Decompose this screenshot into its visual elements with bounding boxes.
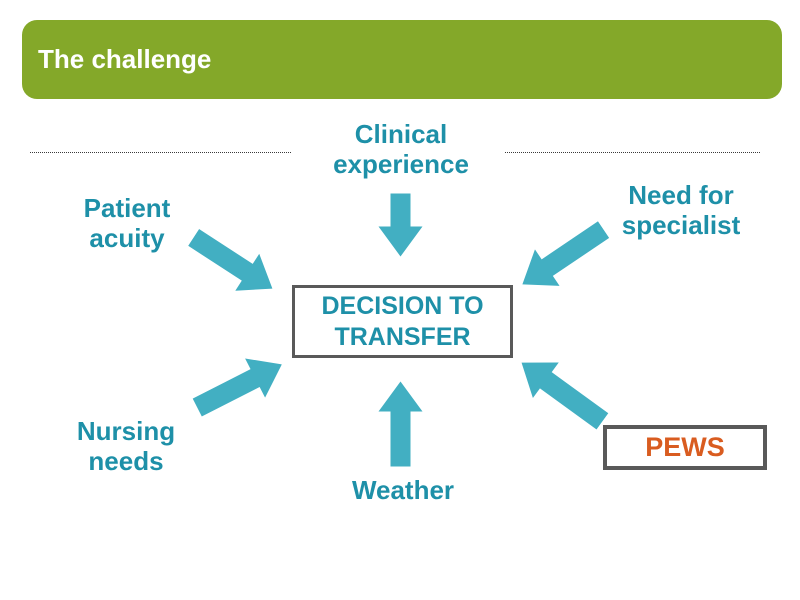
block-arrow-icon bbox=[188, 229, 273, 291]
arrow-specialist-to-center bbox=[510, 211, 616, 302]
arrow-patient-to-center bbox=[182, 219, 285, 307]
arrow-nursing-to-center bbox=[187, 345, 292, 427]
block-arrow-icon bbox=[378, 193, 422, 257]
block-arrow-icon bbox=[192, 358, 282, 417]
arrow-clinical-to-center bbox=[378, 193, 422, 257]
block-arrow-icon bbox=[378, 381, 422, 467]
slide-title: The challenge bbox=[38, 44, 212, 74]
dotted-divider-right bbox=[505, 152, 760, 153]
block-arrow-icon bbox=[522, 221, 610, 286]
decision-to-transfer-box: DECISION TO TRANSFER bbox=[292, 285, 513, 358]
label-patient-acuity: Patient acuity bbox=[83, 193, 171, 253]
arrow-pews-to-center bbox=[509, 345, 616, 439]
decision-to-transfer-label: DECISION TO TRANSFER bbox=[321, 291, 484, 351]
label-nursing-needs: Nursing needs bbox=[76, 416, 176, 476]
arrow-weather-to-center bbox=[378, 381, 422, 467]
pews-label: PEWS bbox=[645, 432, 725, 462]
dotted-divider-left bbox=[30, 152, 291, 153]
block-arrow-icon bbox=[521, 362, 609, 430]
label-clinical-experience: Clinical experience bbox=[333, 119, 469, 179]
label-weather: Weather bbox=[351, 475, 455, 505]
pews-box: PEWS bbox=[603, 425, 767, 470]
label-need-for-specialist: Need for specialist bbox=[621, 180, 741, 240]
slide-title-bar: The challenge bbox=[22, 20, 782, 99]
